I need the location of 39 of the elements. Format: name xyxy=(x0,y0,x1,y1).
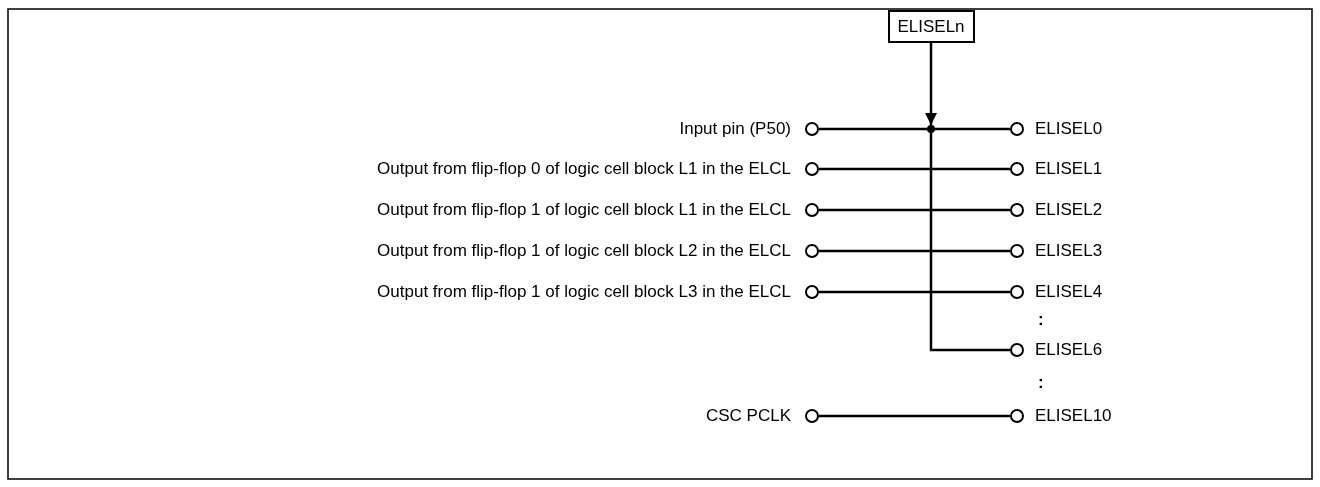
connection-line xyxy=(929,133,1010,352)
input-signal-label: Output from flip-flop 0 of logic cell block L1 in the ELCL xyxy=(377,159,791,179)
terminal-circle xyxy=(805,285,819,299)
terminal-circle xyxy=(1010,244,1024,258)
input-signal-label: Output from flip-flop 1 of logic cell block L1 in the ELCL xyxy=(377,200,791,220)
arrow xyxy=(924,43,938,125)
input-signal-label: Output from flip-flop 1 of logic cell block L2 in the ELCL xyxy=(377,241,791,261)
output-signal-label: ELISEL6 xyxy=(1035,340,1103,360)
input-signal-label: Output from flip-flop 1 of logic cell block L3 in the ELCL xyxy=(377,282,791,302)
output-signal-label: ELISEL1 xyxy=(1035,159,1103,179)
ellipsis-mark: : xyxy=(1038,373,1044,393)
output-signal-label: ELISEL10 xyxy=(1035,406,1112,426)
terminal-circle xyxy=(805,244,819,258)
connection-line xyxy=(935,127,1010,131)
terminal-circle xyxy=(1010,162,1024,176)
connection-line xyxy=(819,208,1010,212)
terminal-circle xyxy=(1010,343,1024,357)
output-signal-label: ELISEL2 xyxy=(1035,200,1103,220)
connection-line xyxy=(819,127,927,131)
junction-dot xyxy=(927,125,935,133)
output-signal-label: ELISEL0 xyxy=(1035,119,1103,139)
connection-line xyxy=(819,414,1010,418)
terminal-circle xyxy=(1010,122,1024,136)
connection-line xyxy=(819,290,1010,294)
connection-line xyxy=(819,249,1010,253)
terminal-circle xyxy=(1010,409,1024,423)
terminal-circle xyxy=(805,203,819,217)
terminal-circle xyxy=(805,162,819,176)
input-signal-label: CSC PCLK xyxy=(705,406,791,426)
connection-line xyxy=(819,167,1010,171)
terminal-circle xyxy=(805,409,819,423)
output-signal-label: ELISEL4 xyxy=(1035,282,1103,302)
terminal-circle xyxy=(1010,203,1024,217)
terminal-circle xyxy=(1010,285,1024,299)
output-signal-label: ELISEL3 xyxy=(1035,241,1103,261)
input-signal-label: Input pin (P50) xyxy=(679,119,791,139)
terminal-circle xyxy=(805,122,819,136)
register-box: ELISELn xyxy=(887,10,975,43)
ellipsis-mark: : xyxy=(1038,310,1044,330)
